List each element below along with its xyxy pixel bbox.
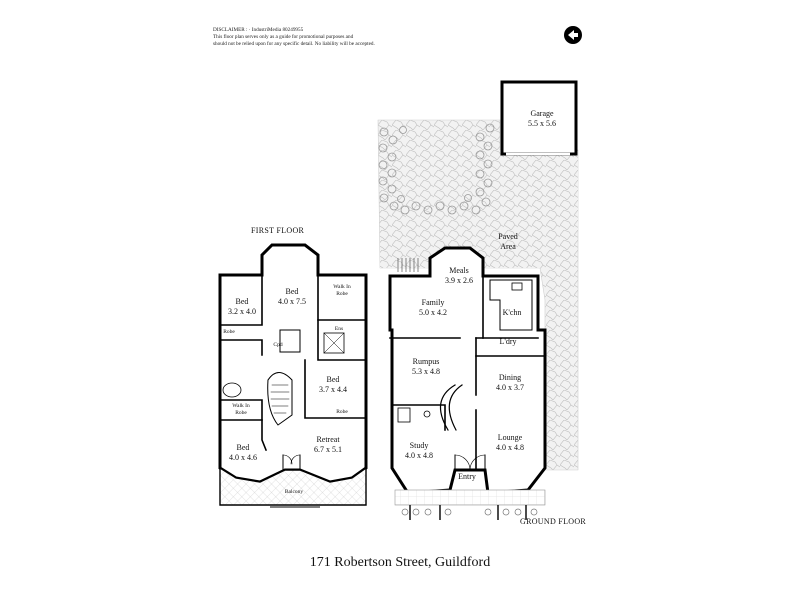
disclaimer-line-1: DISCLAIMER : · IndustriMedia 80249955 (213, 27, 304, 33)
room-label-robe-left: Robe (223, 329, 235, 335)
room-label-ens: Ens (334, 326, 344, 332)
disclaimer: DISCLAIMER : · IndustriMedia 80249955 Th… (213, 27, 413, 47)
north-arrow-icon (564, 26, 582, 44)
ground-floor-house (388, 246, 547, 495)
property-address: 171 Robertson Street, Guildford (309, 555, 491, 570)
room-label-entry: Entry (458, 472, 476, 481)
room-label-robe-mid: Robe (336, 409, 348, 415)
room-label-walk-in-robe-left: Walk In Robe (232, 403, 250, 416)
balcony-deck (219, 466, 367, 506)
ground-floor-title: GROUND FLOOR (520, 517, 587, 526)
disclaimer-line-2: This floor plan serves only as a guide f… (213, 33, 354, 40)
porch-shrubs (401, 508, 538, 516)
porch-posts (409, 505, 527, 520)
room-label-walk-in-robe-top: Walk In Robe (333, 284, 351, 297)
room-label-laundry: L'dry (499, 337, 517, 346)
entry-porch (394, 489, 546, 506)
first-floor-title: FIRST FLOOR (251, 226, 305, 235)
disclaimer-line-3: should not be relied upon for any specif… (213, 40, 375, 47)
room-label-balcony: Balcony (284, 489, 304, 495)
room-label-kitchen: K'chn (502, 308, 522, 317)
paved-steps (397, 258, 419, 272)
room-label-paved-area: Paved Area (498, 232, 518, 251)
room-label-cpd: Cpd (273, 342, 283, 348)
garden-planting (378, 123, 495, 215)
garage-outline (500, 80, 578, 156)
driveway-paving (380, 150, 578, 268)
